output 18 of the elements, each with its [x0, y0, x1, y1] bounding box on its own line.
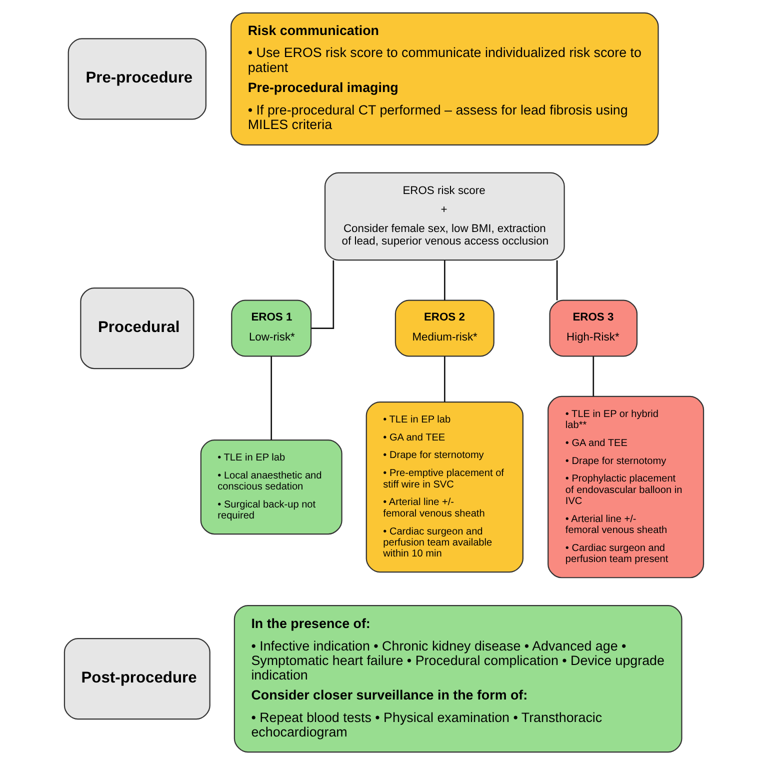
- node-box: • TLE in EP or hybrid lab** • GA and TEE • Drape for sternotomy • Prophylactic placement of endovascular balloon in IVC • Arterial line +/- femoral venous sheath • Cardiac surgeon and perfusion team present: [547, 396, 704, 578]
- node-box: Procedural: [80, 287, 194, 370]
- node-box: In the presence of: • Infective indication • Chronic kidney disease • Advanced age • Symptomatic heart failure • Procedural complication • Device upgrade indication Consider closer surveillance in the form of: • Repeat blood tests • Physical examination • Transthoracic echocardiogram: [233, 605, 682, 753]
- node-box: Risk communication • Use EROS risk score to communicate individualized risk score to patient Pre-procedural imaging • If pre-procedural CT performed – assess for lead fibrosis using MILES criteria: [230, 12, 658, 146]
- node-box: • TLE in EP lab • GA and TEE • Drape for sternotomy • Pre-emptive placement of stiff wire in SVC • Arterial line +/- femoral venous sheath • Cardiac surgeon and perfusion team available within 10 min: [365, 402, 523, 573]
- node-box: EROS 2 Medium-risk*: [394, 300, 494, 357]
- connector: [592, 356, 594, 396]
- connector: [270, 356, 272, 440]
- node-box: EROS 3 High-Risk*: [548, 300, 638, 357]
- node-box: EROS 1 Low-risk*: [230, 300, 312, 357]
- node-box: EROS risk score + Consider female sex, low BMI, extraction of lead, superior venous access occlusion: [324, 172, 564, 261]
- connector: [556, 260, 558, 300]
- connector: [310, 260, 334, 329]
- node-box: • TLE in EP lab • Local anaesthetic and conscious sedation • Surgical back-up not required: [200, 440, 342, 535]
- connector: [444, 356, 445, 402]
- node-box: Post-procedure: [63, 638, 210, 720]
- node-box: Pre-procedure: [67, 38, 206, 120]
- connector: [444, 260, 445, 300]
